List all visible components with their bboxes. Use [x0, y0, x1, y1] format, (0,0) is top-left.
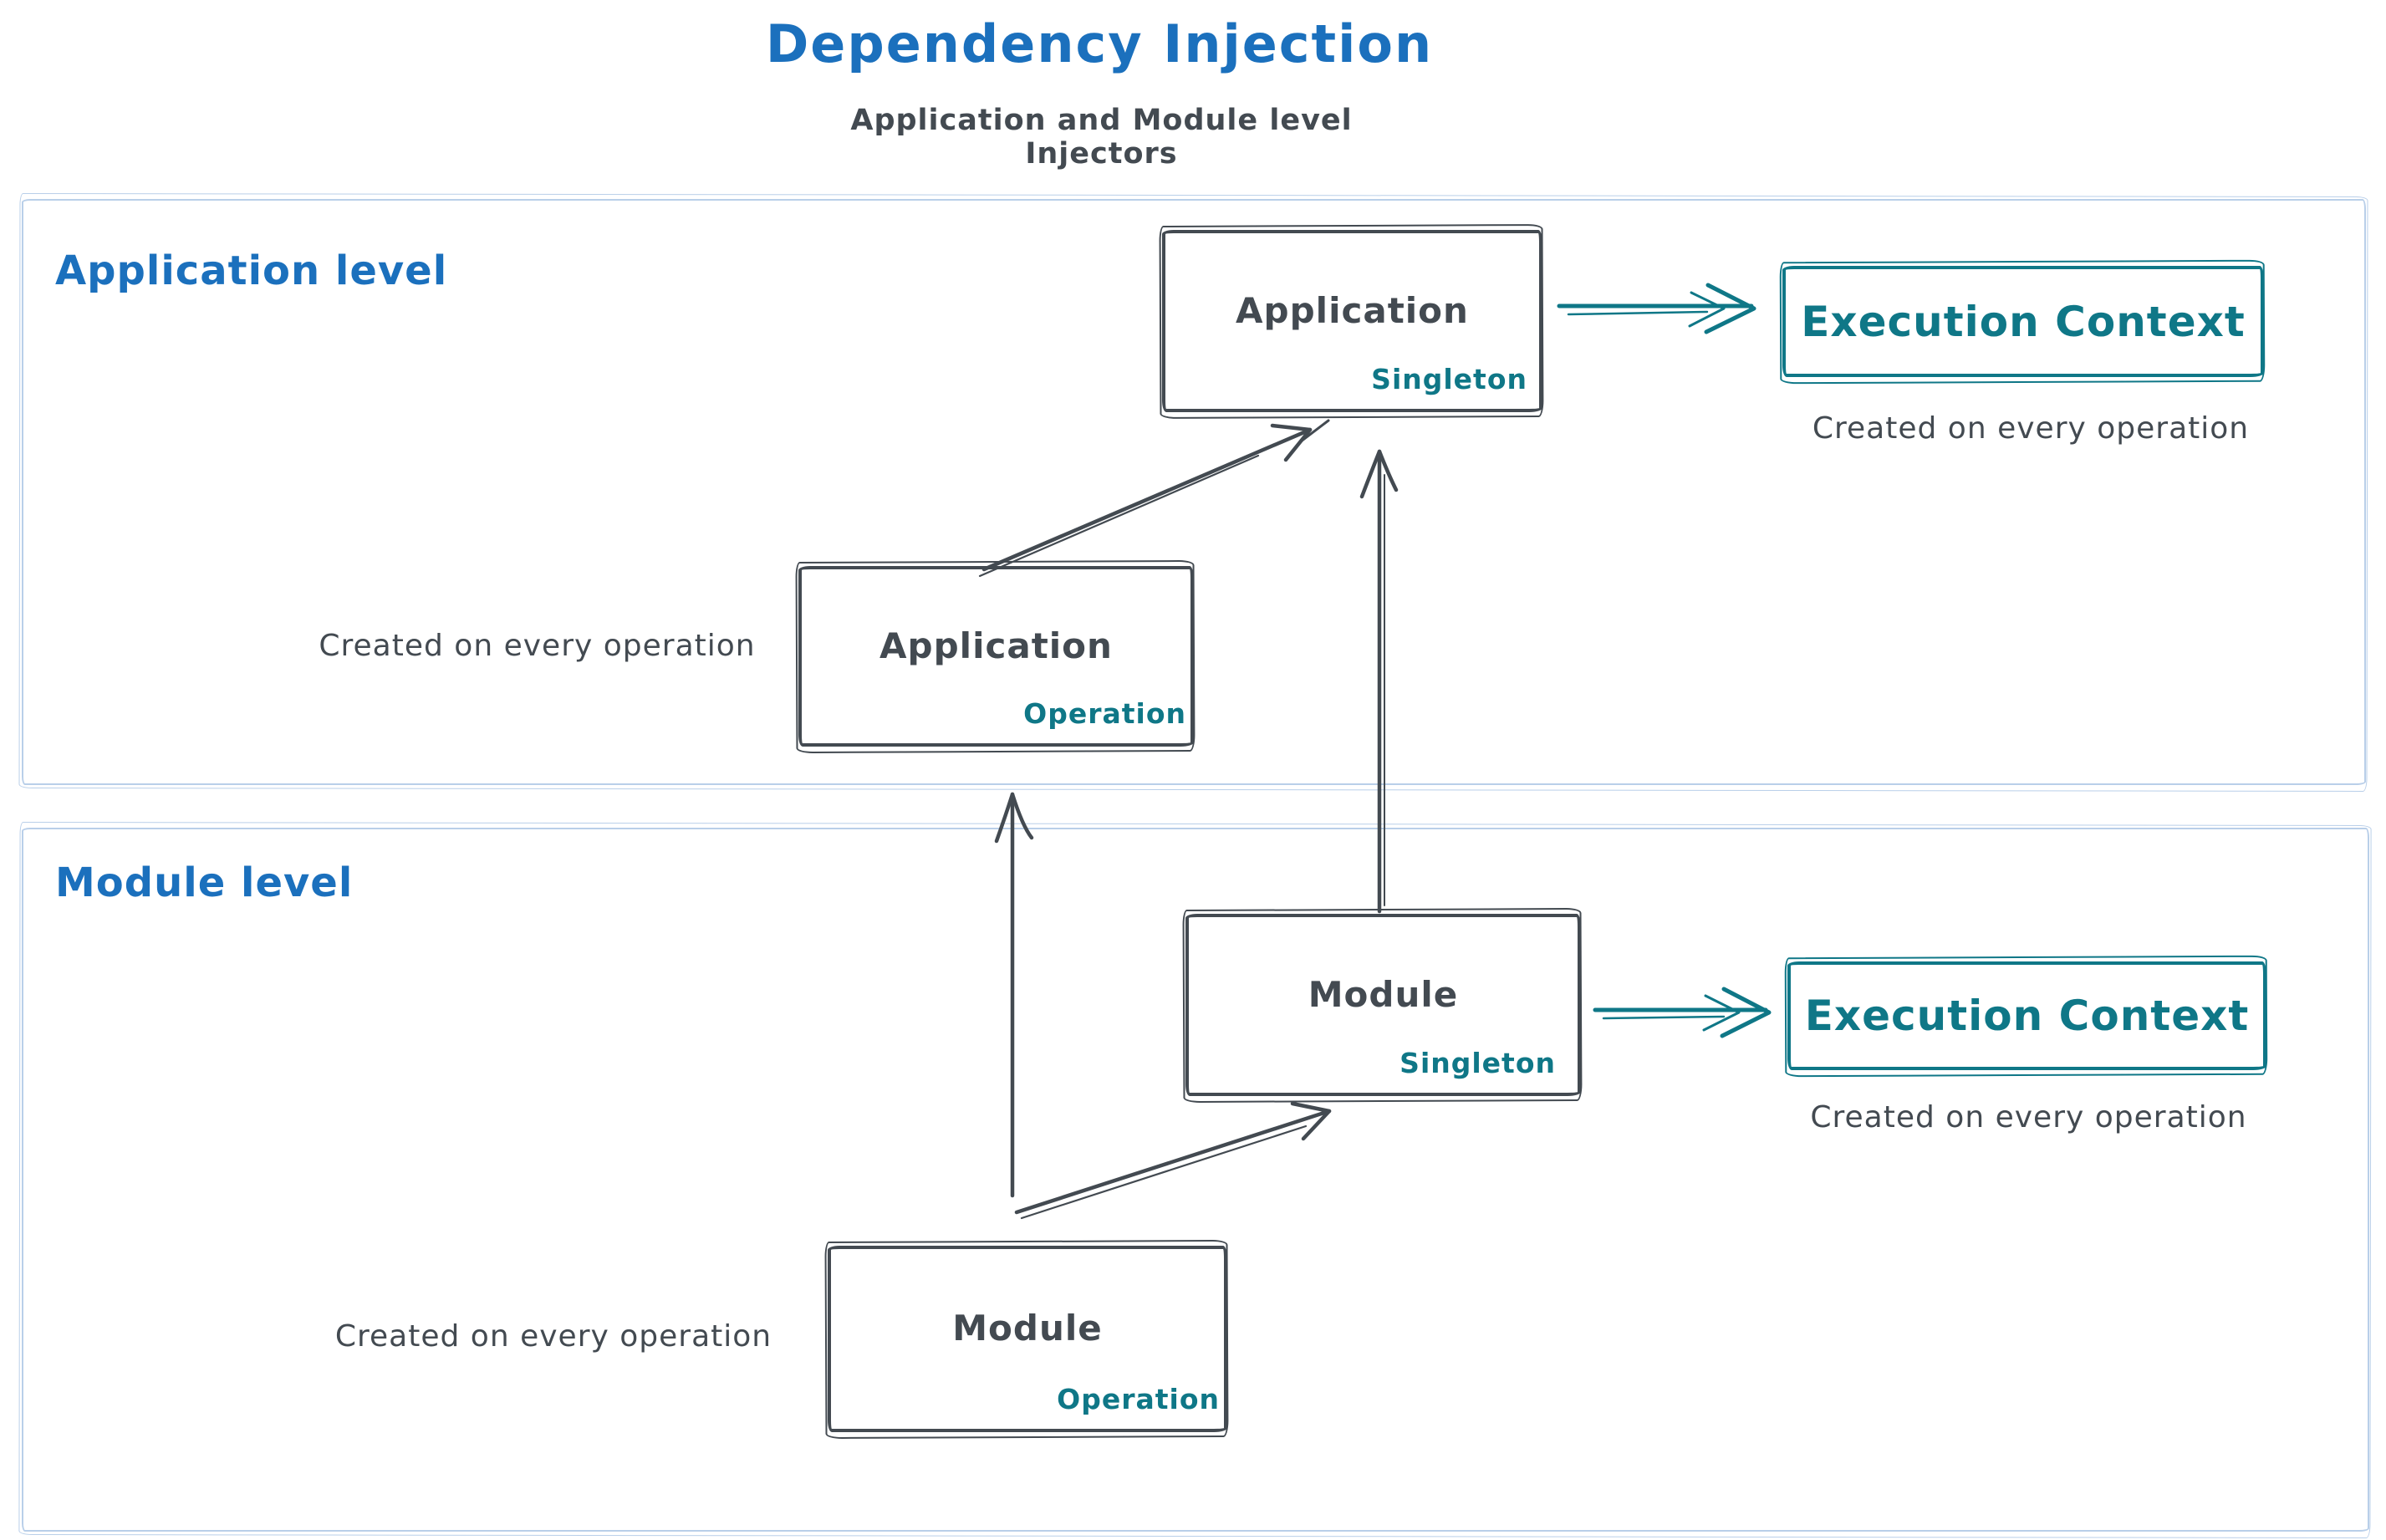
module-singleton-scope: Singleton: [1399, 1047, 1556, 1079]
application-level-label: Application level: [55, 247, 448, 294]
application-singleton-box: Application Singleton: [1162, 230, 1542, 412]
application-operation-note: Created on every operation: [319, 629, 756, 663]
diagram-title: Dependency Injection: [765, 13, 1434, 74]
module-level-label: Module level: [55, 859, 354, 906]
module-level-container: [22, 828, 2369, 1532]
module-operation-note: Created on every operation: [334, 1319, 772, 1354]
module-operation-name: Module: [952, 1308, 1103, 1349]
execution-context-box-module: Execution Context: [1787, 961, 2266, 1070]
module-operation-scope: Operation: [1057, 1383, 1220, 1415]
application-singleton-name: Application: [1236, 289, 1469, 331]
module-singleton-box: Module Singleton: [1185, 914, 1581, 1096]
execution-context-label-application: Execution Context: [1801, 297, 2246, 346]
module-singleton-name: Module: [1308, 973, 1459, 1015]
execution-context-label-module: Execution Context: [1804, 992, 2250, 1040]
diagram-subtitle: Application and Module level Injectors: [850, 104, 1353, 171]
application-operation-name: Application: [879, 625, 1113, 666]
execution-context-box-application: Execution Context: [1782, 266, 2264, 377]
application-level-container: [22, 199, 2366, 785]
application-singleton-scope: Singleton: [1371, 363, 1527, 395]
application-operation-box: Application Operation: [798, 566, 1194, 747]
application-operation-scope: Operation: [1023, 697, 1186, 730]
execution-context-note-module: Created on every operation: [1810, 1100, 2247, 1135]
execution-context-note-application: Created on every operation: [1812, 411, 2250, 446]
module-operation-box: Module Operation: [828, 1246, 1227, 1432]
